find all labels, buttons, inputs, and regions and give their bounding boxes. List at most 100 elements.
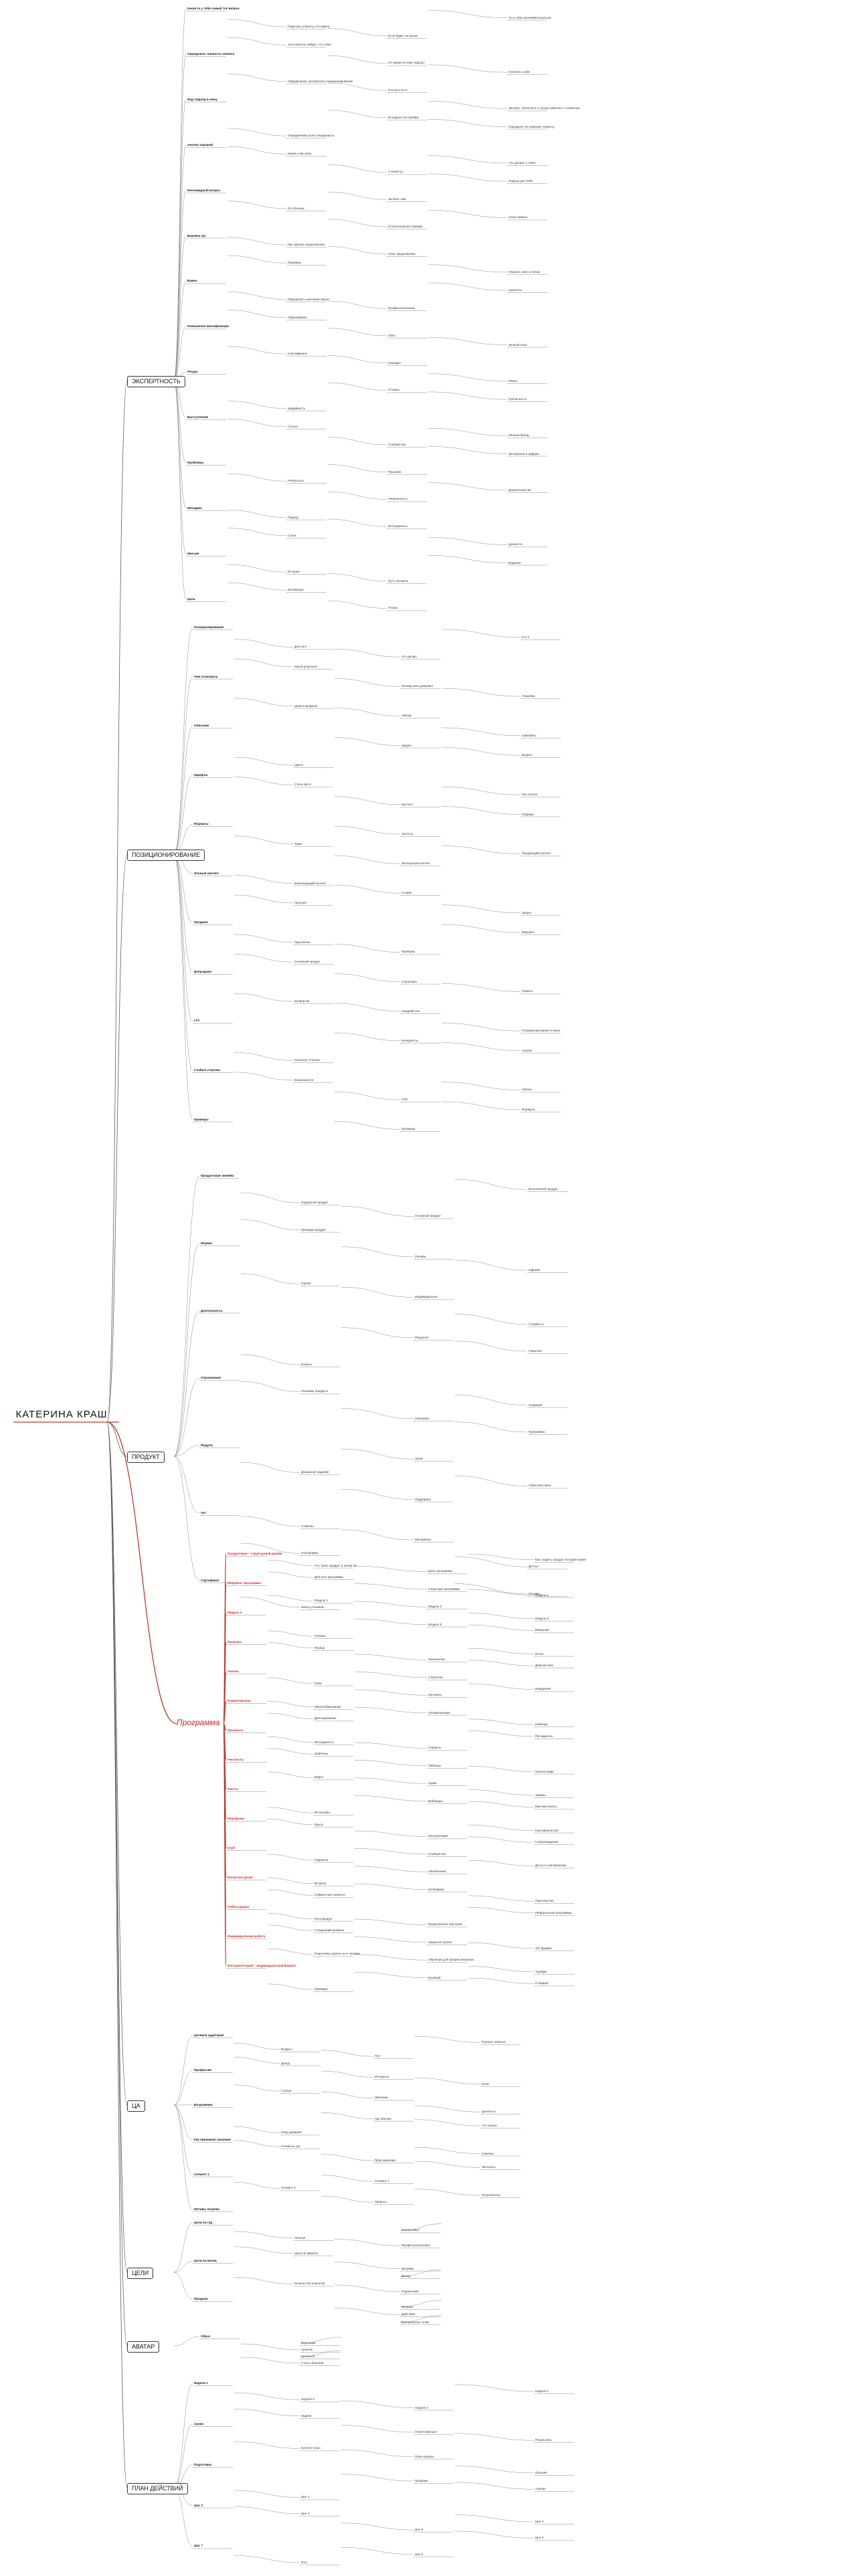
root-node: КАТЕРИНА КРАШ [15, 1409, 108, 1420]
connector-line [233, 1072, 294, 1080]
connector-line [428, 482, 508, 491]
connector-line [299, 2337, 342, 2344]
exp-node: Результаты [288, 479, 304, 483]
exp-node: Отзывы [388, 388, 399, 392]
connector-line [454, 1179, 528, 1190]
goals-node: Контрольные точки [401, 2320, 430, 2324]
exp-node: Образование [288, 315, 307, 319]
connector-line [173, 1456, 200, 1581]
connector-line [267, 1924, 314, 1931]
pos-node: Тон голоса [522, 793, 537, 797]
connector-line [267, 1983, 314, 1990]
plan-node: Шаг 7 [194, 2544, 203, 2548]
connector-line [320, 2091, 374, 2098]
connector-line [267, 1771, 314, 1778]
connector-line [227, 292, 287, 300]
prog-node: Масштабирование [314, 1704, 341, 1708]
prog-node: Совместные проекты [314, 1893, 345, 1897]
ca-node: Профессия [194, 2068, 211, 2072]
branch-positioning: ПОЗИЦИОНИРОВАНИЕ [127, 850, 205, 861]
plan-node: Неделя 3 [301, 2397, 314, 2401]
connector-line [468, 1860, 535, 1866]
prog-node: Цель программы [428, 1569, 453, 1573]
plan-node: Продажи [415, 2479, 428, 2483]
prod-node: Домашние задания [301, 1470, 329, 1474]
plan-node: Сроки [194, 2421, 204, 2425]
connector-line [267, 1560, 314, 1566]
connector-line [233, 777, 294, 785]
exp-node: Важно [187, 279, 197, 283]
pos-node: Визуал [522, 753, 533, 757]
prog-node: План [314, 1681, 322, 1685]
connector-line [267, 1854, 314, 1860]
connector-line [173, 1445, 200, 1457]
pos-node: Сильные стороны [294, 1058, 320, 1062]
connector-line [240, 1597, 300, 1608]
pos-node: Что делаю [401, 655, 417, 659]
connector-line [173, 144, 187, 381]
plan-node: Шаг 3 [301, 2511, 310, 2515]
connector-line [227, 74, 287, 82]
exp-node: Какая у вас роль [288, 152, 312, 156]
connector-line [267, 1878, 314, 1884]
plan-node: Результаты [535, 2438, 552, 2442]
prod-node: Онлайн [415, 1254, 426, 1258]
connector-line [334, 737, 401, 746]
connector-line [240, 1354, 300, 1365]
ca-node: Кому доверяет [281, 2131, 302, 2135]
pos-node: УТП [401, 1098, 408, 1102]
connector-line [334, 973, 401, 982]
prod-node: Созвоны [301, 1524, 314, 1528]
connector-line [428, 373, 508, 382]
connector-line [334, 2284, 401, 2292]
connector-line [227, 510, 287, 518]
connector-line [334, 649, 401, 658]
connector-line [334, 796, 401, 805]
connector-line [428, 337, 508, 345]
connector-line [233, 993, 294, 1002]
prog-node: Практика [227, 1640, 242, 1644]
pos-node: Воронка [522, 930, 534, 934]
connector-line [233, 2409, 300, 2416]
ca-node: Мотивы покупки [194, 2207, 219, 2211]
exp-node: Решения [388, 470, 401, 474]
pos-node: Контент [401, 802, 413, 806]
goals-node: Доход [401, 2274, 411, 2278]
prod-node: Кейсы учеников [301, 1605, 324, 1609]
connector-line [233, 2490, 300, 2498]
prog-node: Сервисы [428, 1746, 442, 1750]
connector-line [173, 2035, 193, 2106]
prog-node: Партнерство [535, 1899, 554, 1903]
pos-node: Охваты [522, 989, 533, 993]
prod-node: Результат [415, 1335, 429, 1339]
connector-line [223, 1700, 227, 1724]
goals-node: Действия [401, 2312, 415, 2316]
exp-node: Мотивация [288, 588, 304, 592]
connector-line [468, 1977, 535, 1984]
connector-line [334, 678, 401, 687]
pos-node: Личный контент [194, 871, 219, 875]
connector-line [173, 854, 193, 1120]
exp-node: Уникальность [388, 497, 408, 501]
connector-line [233, 875, 294, 884]
exp-node: Вовлечь ЦА [187, 233, 206, 237]
connector-line [334, 885, 401, 894]
prog-node: Шаблоны [314, 1752, 328, 1756]
prog-node: Модуль 3 [428, 1605, 442, 1609]
connector-line [173, 854, 193, 1021]
prog-node: Постпродукт [314, 1916, 333, 1920]
pos-node: Угрозы [522, 1088, 532, 1092]
connector-line [468, 1730, 535, 1737]
connector-line [227, 401, 287, 409]
connector-line [233, 757, 294, 766]
branch-expertise: ЭКСПЕРТНОСТЬ [127, 376, 185, 387]
goals-node: Продажи [194, 2297, 208, 2301]
connector-line [354, 1672, 428, 1678]
connector-line [327, 246, 387, 254]
pos-node: Темы [294, 841, 302, 846]
pos-node: Прогрев [294, 900, 306, 904]
exp-node: Эти клиенты поймут, что ответ [288, 43, 332, 47]
exp-node: Экспертиза в цифрах [508, 452, 539, 456]
connector-line [354, 1707, 428, 1713]
prog-node: Модуль 5 [535, 1616, 549, 1620]
